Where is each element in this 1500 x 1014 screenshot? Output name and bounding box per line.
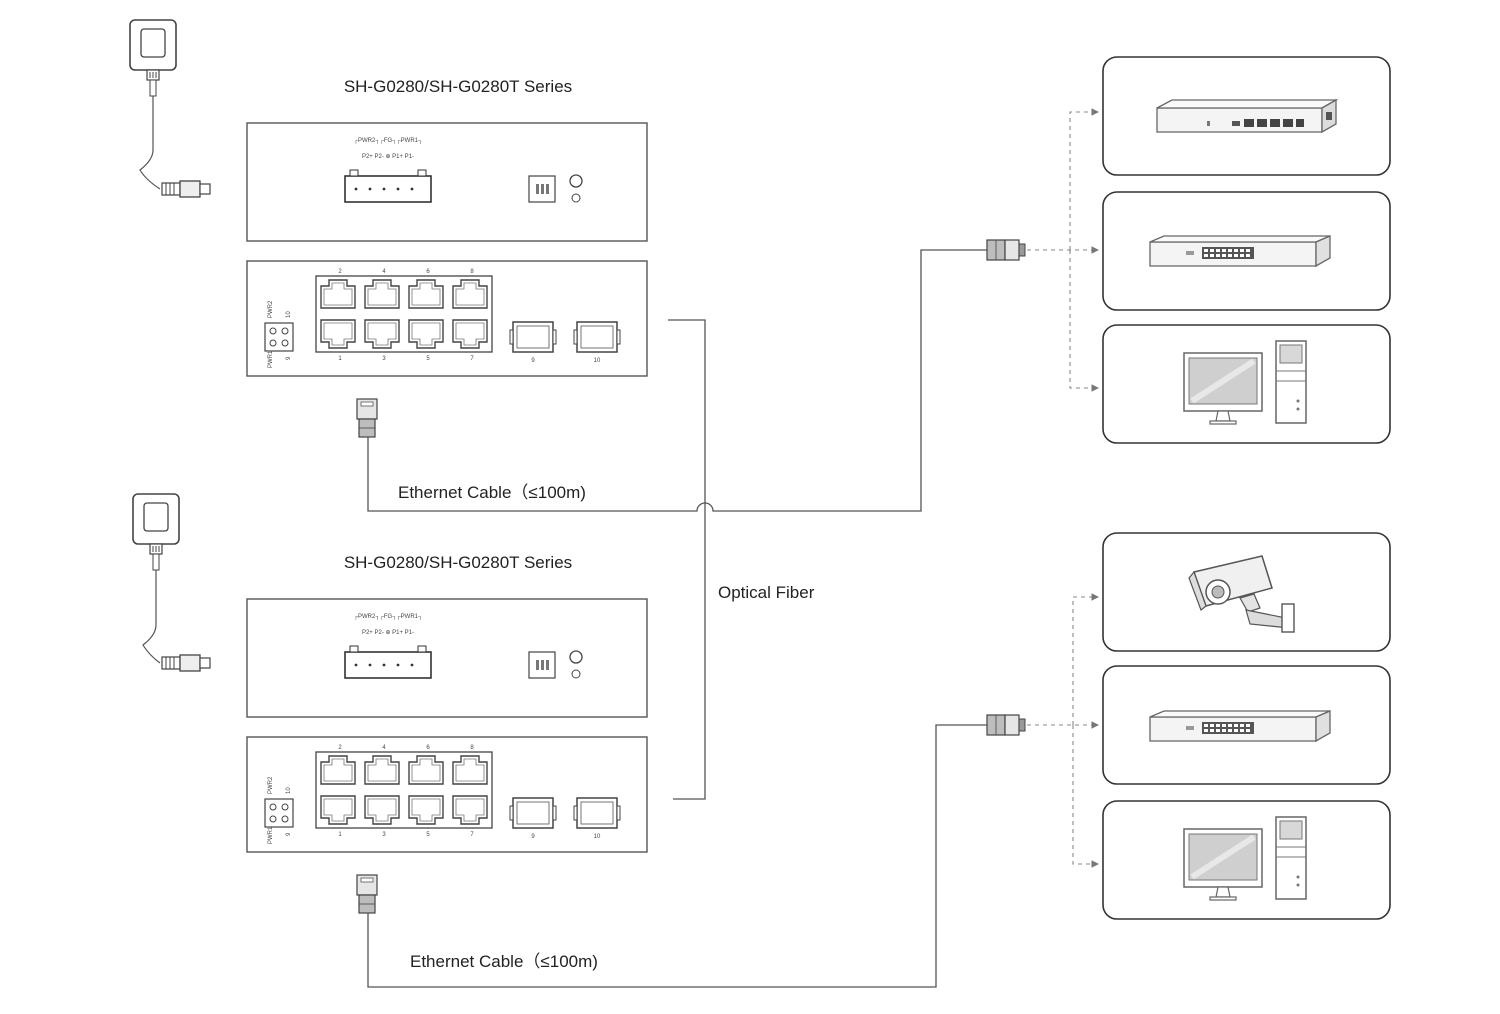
led-indicators [264,798,294,828]
port-number: 3 [382,356,386,362]
ethernet-cable-label: Ethernet Cable（≤100m) [410,952,598,971]
port-number: 7 [470,832,474,838]
led-label-10: 10 [286,787,292,794]
power-terminal-label-bottom: P2+ P2- ⊕ P1+ P1- [362,154,414,160]
ethernet-cable-label: Ethernet Cable（≤100m) [398,483,586,502]
rj45-plug-icon [356,874,378,914]
ethernet-cable-bottom [367,724,987,988]
led-label-pwr1: PWR1 [268,826,274,844]
device-box-router [1102,56,1391,176]
sfp-port-9 [509,321,557,353]
device-box-camera [1102,532,1391,652]
rj45-port-group [315,751,493,829]
dc-power-plug-icon [161,654,211,672]
connector-plug-icon [986,714,1026,736]
sfp-port-10 [573,797,621,829]
ethernet-cable-top [367,249,987,512]
connector-plug-icon [986,239,1026,261]
device-box-computer [1102,324,1391,444]
rj45-plug-icon [356,398,378,438]
power-terminal-label-top: ┌PWR2┐┌FG┐┌PWR1┐ [354,138,423,144]
port-number: 8 [470,745,474,751]
optical-fiber-cable [668,319,706,800]
sfp-port-number: 9 [531,358,535,364]
switch-series-title: SH-G0280/SH-G0280T Series [344,553,572,572]
port-number: 5 [426,832,430,838]
power-adapter-icon [132,493,180,571]
ground-icon [571,193,581,203]
sfp-port-9 [509,797,557,829]
port-number: 1 [338,832,342,838]
port-number: 6 [426,745,430,751]
led-label-9: 9 [286,832,292,836]
switch-series-title: SH-G0280/SH-G0280T Series [344,77,572,96]
led-label-9: 9 [286,356,292,360]
port-number: 1 [338,356,342,362]
computer-icon [1184,817,1306,900]
reset-button-icon [569,174,583,188]
power-terminal-block [344,645,432,679]
rj45-port-group [315,275,493,353]
sfp-port-number: 10 [594,834,601,840]
sfp-port-number: 9 [531,834,535,840]
dc-power-plug-icon [161,180,211,198]
optical-fiber-label: Optical Fiber [718,583,815,602]
switch-front-panel: PWR2 PWR1 10 9 2 4 6 8 1 3 5 7 9 10 [246,260,648,377]
switch-icon [1149,235,1331,267]
switch-top-panel: ┌PWR2┐┌FG┐┌PWR1┐ P2+ P2- ⊕ P1+ P1- [246,598,648,718]
computer-icon [1184,341,1306,424]
sfp-port-10 [573,321,621,353]
device-box-computer [1102,800,1391,920]
device-box-switch [1102,191,1391,311]
switch-front-panel: PWR2 PWR1 10 9 2 4 6 8 1 3 5 7 9 10 [246,736,648,853]
device-box-switch [1102,665,1391,785]
port-number: 4 [382,745,386,751]
led-label-pwr2: PWR2 [268,776,274,794]
reset-button-icon [569,650,583,664]
dip-switch-icon [528,651,556,679]
led-label-pwr2: PWR2 [268,300,274,318]
port-number: 3 [382,832,386,838]
switch-top-panel: ┌PWR2┐┌FG┐┌PWR1┐ P2+ P2- ⊕ P1+ P1- [246,122,648,242]
switch-icon [1149,710,1331,742]
port-number: 5 [426,356,430,362]
router-icon [1156,98,1339,134]
ground-icon [571,669,581,679]
led-indicators [264,322,294,352]
power-terminal-block [344,169,432,203]
led-label-pwr1: PWR1 [268,350,274,368]
port-number: 7 [470,356,474,362]
port-number: 6 [426,269,430,275]
port-number: 4 [382,269,386,275]
camera-icon [1188,555,1295,633]
led-label-10: 10 [286,311,292,318]
port-number: 8 [470,269,474,275]
power-terminal-label-top: ┌PWR2┐┌FG┐┌PWR1┐ [354,614,423,620]
port-number: 2 [338,745,342,751]
sfp-port-number: 10 [594,358,601,364]
dip-switch-icon [528,175,556,203]
port-number: 2 [338,269,342,275]
power-terminal-label-bottom: P2+ P2- ⊕ P1+ P1- [362,630,414,636]
power-adapter-icon [129,19,177,97]
